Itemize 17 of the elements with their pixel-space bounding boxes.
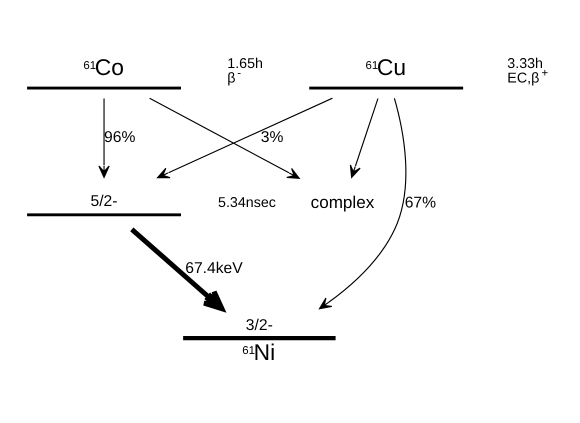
arrow bbox=[149, 97, 300, 178]
edge-label: 67% bbox=[404, 194, 436, 211]
edge-label: 67.4keV bbox=[185, 259, 243, 276]
node-text: complex bbox=[310, 192, 374, 212]
node-text: $^{61}$Cu bbox=[366, 53, 406, 80]
edge-label: 96% bbox=[104, 128, 136, 146]
node-text: $^{61}$Co bbox=[83, 53, 124, 80]
arrow bbox=[130, 226, 224, 311]
arrow bbox=[98, 98, 110, 178]
node-text: 5/2- bbox=[90, 192, 118, 210]
arrow bbox=[318, 98, 406, 309]
node-label: 5.34nsec bbox=[218, 194, 276, 211]
node-text: 3/2- $^{61}$Ni bbox=[242, 316, 276, 364]
node-label: 3.33h bbox=[507, 56, 543, 72]
edge-label: 3% bbox=[260, 128, 284, 146]
arrow bbox=[157, 97, 333, 178]
arrow bbox=[350, 98, 378, 178]
